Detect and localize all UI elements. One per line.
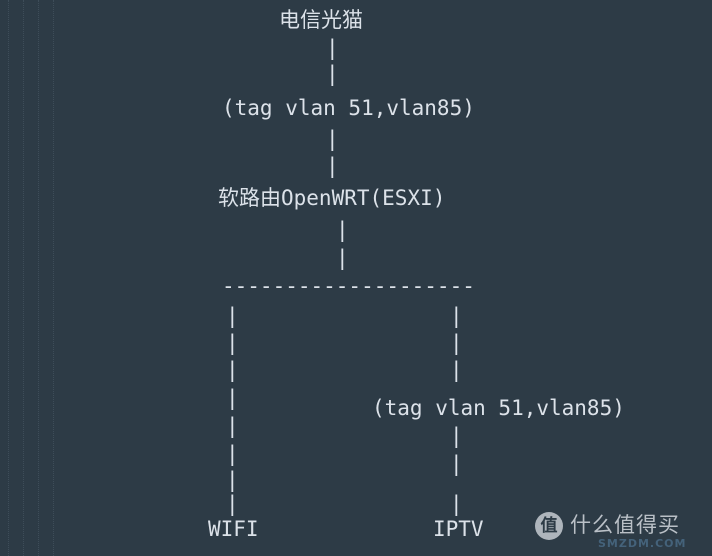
trunk-pipe: |	[326, 127, 339, 151]
right-branch-pipe: |	[450, 452, 463, 476]
right-branch-pipe: |	[450, 424, 463, 448]
left-branch-pipe: |	[226, 468, 239, 492]
right-branch-pipe: |	[450, 492, 463, 516]
tag-vlan-label-top: (tag vlan 51,vlan85)	[222, 96, 475, 120]
trunk-pipe: |	[336, 246, 349, 270]
indent-guide	[8, 0, 9, 556]
node-telecom-modem-label: 电信光猫	[279, 8, 363, 32]
trunk-pipe: |	[336, 218, 349, 242]
node-wifi-label: WIFI	[208, 517, 259, 541]
left-branch-pipe: |	[226, 358, 239, 382]
watermark-domain-text: SMZDM.COM	[598, 537, 687, 550]
right-branch-pipe: |	[450, 358, 463, 382]
left-branch-pipe: |	[226, 304, 239, 328]
left-branch-pipe: |	[226, 386, 239, 410]
indent-guide	[53, 0, 54, 556]
trunk-pipe: |	[326, 62, 339, 86]
branch-split-line: --------------------	[222, 274, 475, 298]
left-branch-pipe: |	[226, 414, 239, 438]
trunk-pipe: |	[326, 36, 339, 60]
watermark-brand-text: 什么值得买	[570, 513, 680, 537]
node-openwrt-router-label: 软路由OpenWRT(ESXI)	[218, 186, 446, 210]
smzdm-logo-icon: 值	[535, 512, 563, 540]
right-branch-pipe: |	[450, 331, 463, 355]
left-branch-pipe: |	[226, 442, 239, 466]
node-iptv-label: IPTV	[433, 517, 484, 541]
left-branch-pipe: |	[226, 492, 239, 516]
trunk-pipe: |	[326, 154, 339, 178]
tag-vlan-label-right: (tag vlan 51,vlan85)	[372, 396, 625, 420]
indent-guide	[38, 0, 39, 556]
right-branch-pipe: |	[450, 304, 463, 328]
left-branch-pipe: |	[226, 331, 239, 355]
indent-guide	[23, 0, 24, 556]
smzdm-watermark: 值 什么值得买 SMZDM.COM	[530, 506, 706, 552]
